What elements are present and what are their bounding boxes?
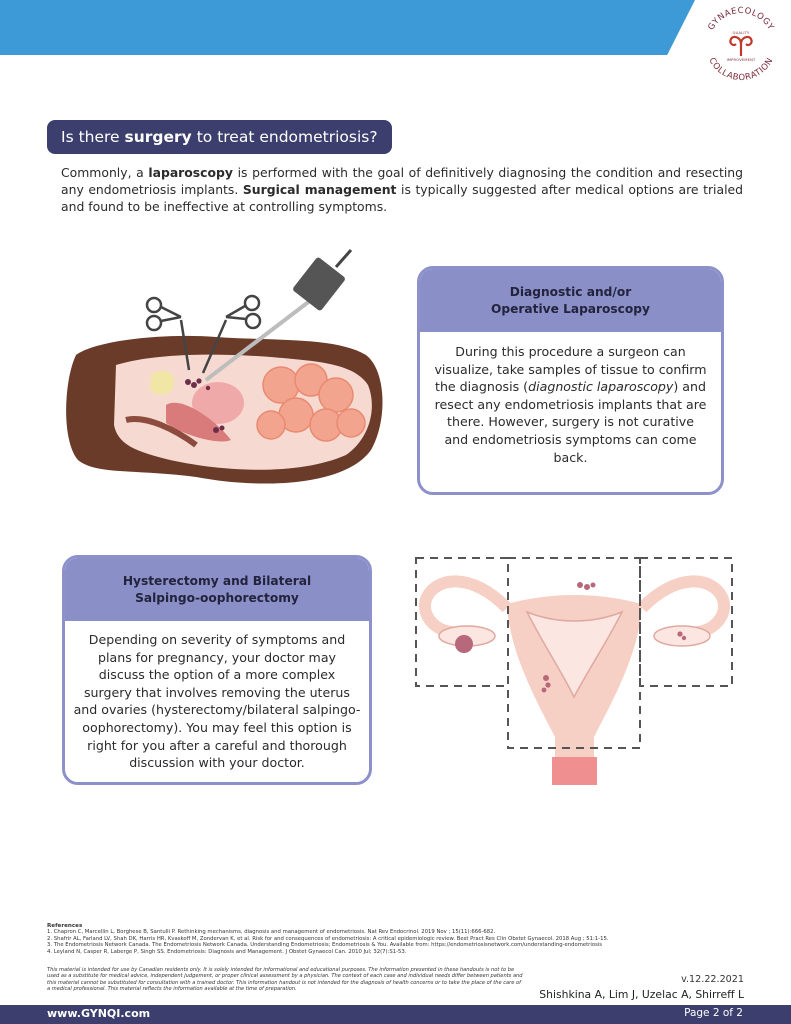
gynqi-logo: GYNAECOLOGY COLLABORATION QUALITY IMPROV… bbox=[706, 6, 775, 83]
logo-top-text: GYNAECOLOGY bbox=[706, 6, 775, 32]
authors: Shishkina A, Lim J, Uzelac A, Shirreff L bbox=[539, 988, 744, 1001]
footer-bar: www.GYNQI.com Page 2 of 2 bbox=[0, 1005, 791, 1024]
disclaimer: This material is intended for use by Can… bbox=[47, 967, 523, 992]
laparoscopy-illustration bbox=[66, 249, 383, 484]
reference-item: 3. The Endometriosis Network Canada. The… bbox=[47, 942, 603, 949]
logo-improvement-text: IMPROVEMENT bbox=[727, 58, 756, 62]
intro-paragraph: Commonly, a laparoscopy is performed wit… bbox=[61, 165, 744, 214]
logo-quality-text: QUALITY bbox=[733, 31, 750, 35]
references-section: References 1. Chapron C, Marcellin L, Bo… bbox=[47, 923, 747, 955]
website-link[interactable]: www.GYNQI.com bbox=[47, 1007, 151, 1020]
laparoscopy-card-body: During this procedure a surgeon can visu… bbox=[434, 344, 707, 465]
reference-item: 2. Shafrir AL, Farland LV, Shah DK, Harr… bbox=[47, 935, 609, 942]
hysterectomy-card-body: Depending on severity of symptoms and pl… bbox=[73, 632, 361, 771]
top-banner bbox=[0, 0, 695, 55]
section-heading: Is there surgery to treat endometriosis? bbox=[47, 120, 392, 154]
reference-item: 4. Leyland N, Casper R, Laberge P, Singh… bbox=[47, 948, 407, 955]
uterus-illustration bbox=[415, 557, 733, 785]
page-number: Page 2 of 2 bbox=[684, 1007, 743, 1019]
version-label: v.12.22.2021 bbox=[681, 974, 744, 985]
reference-item: 1. Chapron C, Marcellin L, Borghese B, S… bbox=[47, 929, 496, 936]
references-title: References bbox=[47, 923, 83, 929]
uterus-symbol-icon bbox=[729, 35, 753, 56]
